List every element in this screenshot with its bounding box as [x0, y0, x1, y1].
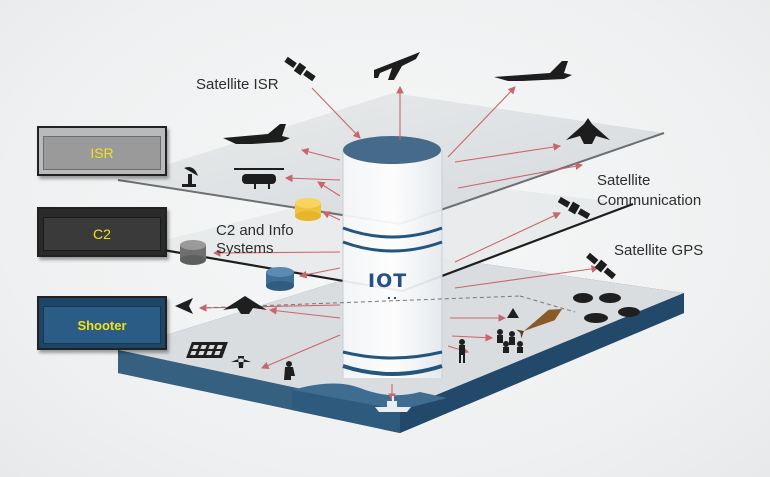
satellite-communication-label: Satellite Communication — [597, 172, 702, 209]
soldier-standing-icon — [459, 339, 465, 363]
satellite-isr-label: Satellite ISR — [196, 76, 279, 93]
shooter-layer-box: Shooter — [37, 296, 167, 350]
bomber-icon — [223, 296, 267, 314]
database-yellow-icon — [295, 198, 321, 221]
fighter-right-icon — [494, 61, 572, 81]
c2-info-systems-label: C2 and Info Systems — [216, 222, 294, 257]
c2-layer-box: C2 — [37, 207, 167, 257]
building-grid-icon — [186, 342, 228, 358]
iot-cylinder — [342, 136, 443, 378]
sea-area — [292, 383, 447, 410]
iot-label: IOT — [368, 270, 408, 292]
satellite-gps-label: Satellite GPS — [614, 242, 704, 259]
isr-layer-label: ISR — [43, 136, 161, 170]
fighter-frontal-icon — [566, 118, 610, 144]
jet-top-icon — [374, 52, 420, 80]
naval-ship-icon — [375, 396, 411, 412]
satellite-isr-icon — [284, 56, 316, 82]
tent-icon — [507, 308, 519, 318]
c2-layer-label: C2 — [43, 217, 161, 251]
fighter-isr-icon — [223, 124, 290, 144]
tank-group-icon — [573, 293, 640, 323]
drone-icon — [175, 298, 193, 314]
database-grey-icon — [180, 240, 206, 265]
radar-dish-icon — [182, 167, 198, 187]
shooter-layer-label: Shooter — [43, 306, 161, 344]
soldier-group-icon — [497, 329, 523, 353]
small-plane-ground-icon — [231, 356, 251, 368]
helicopter-icon — [234, 168, 284, 189]
database-blue-icon — [266, 267, 294, 291]
soldier-kneeling-icon — [284, 361, 295, 380]
dashed-link — [199, 295, 521, 309]
isr-layer-box: ISR — [37, 126, 167, 176]
satellite-comm-icon — [557, 196, 591, 220]
missile-icon — [516, 309, 563, 339]
cylinder-top-cap — [343, 136, 441, 164]
satellite-gps-icon — [586, 252, 616, 280]
